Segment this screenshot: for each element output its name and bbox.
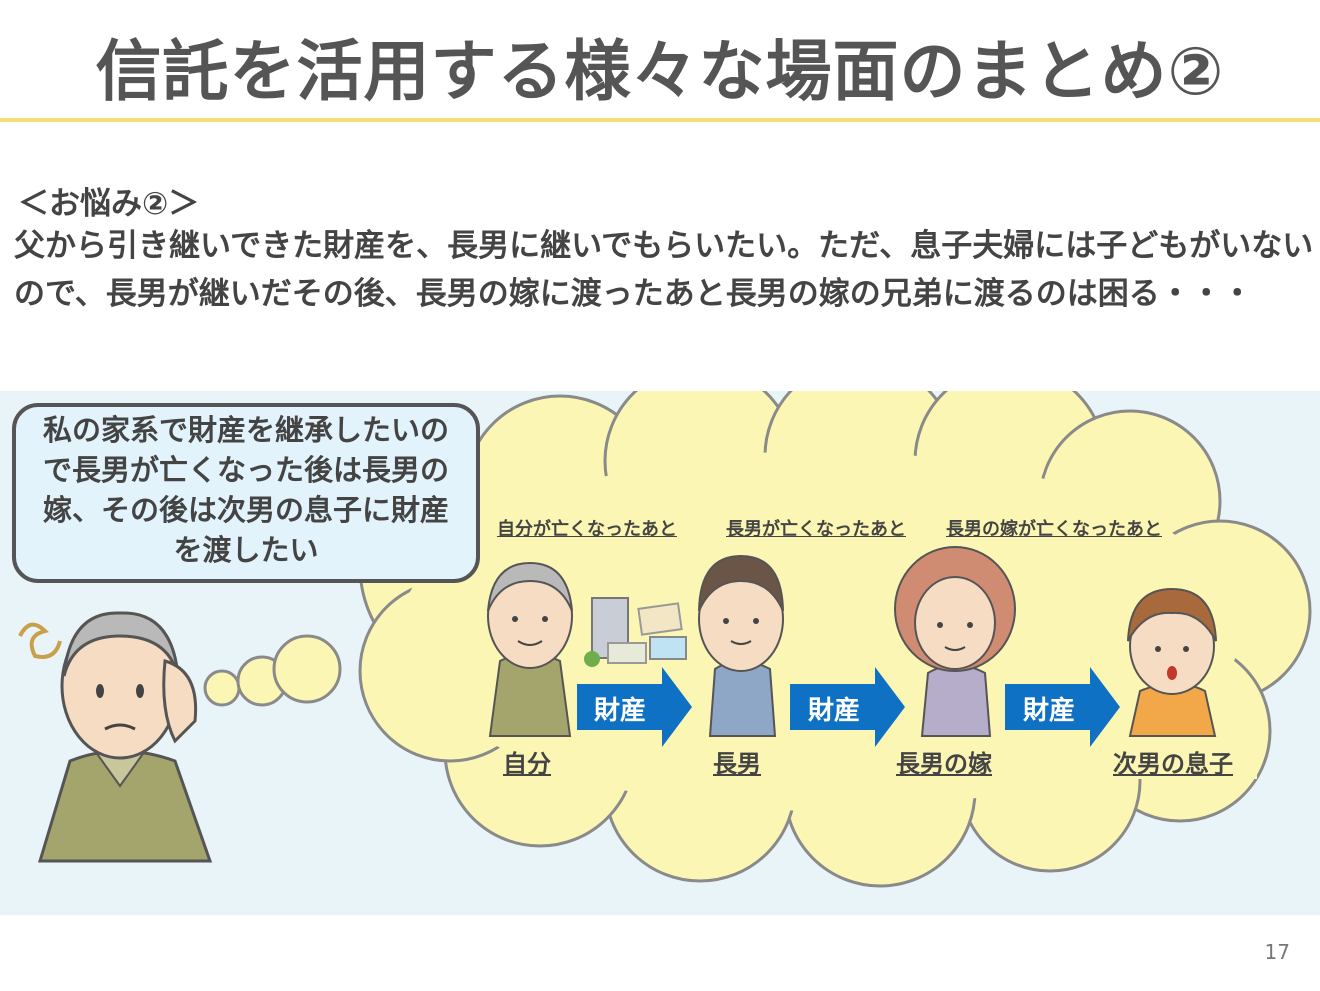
arrow-wife-to-nephew bbox=[1005, 667, 1120, 747]
person-label-eldest-son-wife: 長男の嫁 bbox=[896, 750, 992, 778]
asset-label-3: 財産 bbox=[1023, 696, 1076, 726]
self-grandfather-illustration bbox=[487, 561, 573, 737]
stage-label-son-death: 長男が亡くなったあと bbox=[726, 519, 906, 540]
second-son-child-illustration bbox=[1127, 587, 1217, 737]
speech-bubble-text: 私の家系で財産を継承したいので長男が亡くなった後は長男の嫁、その後は次男の息子に… bbox=[42, 413, 449, 567]
stage-label-self-death: 自分が亡くなったあと bbox=[497, 519, 677, 540]
property-icons bbox=[584, 597, 687, 667]
title-underline bbox=[0, 118, 1320, 122]
thought-dots bbox=[203, 634, 342, 707]
person-label-eldest-son: 長男 bbox=[713, 750, 761, 778]
stage-label-wife-death: 長男の嫁が亡くなったあと bbox=[946, 519, 1162, 540]
eldest-son-wife-illustration bbox=[894, 546, 1016, 737]
asset-label-1: 財産 bbox=[594, 696, 647, 726]
asset-label-2: 財産 bbox=[808, 696, 861, 726]
page-number: 17 bbox=[1264, 940, 1290, 964]
speech-bubble bbox=[12, 403, 480, 583]
person-label-self: 自分 bbox=[503, 750, 551, 778]
worried-grandfather-illustration bbox=[18, 611, 213, 863]
arrow-son-to-wife bbox=[790, 667, 905, 747]
slide-title: 信託を活用する様々な場面のまとめ② bbox=[95, 33, 1225, 110]
person-label-second-son-child: 次男の息子 bbox=[1113, 744, 1257, 779]
concern-label: ＜お悩み②＞ bbox=[18, 186, 200, 222]
arrow-self-to-son bbox=[577, 667, 692, 747]
eldest-son-illustration bbox=[698, 554, 784, 737]
concern-text: 父から引き継いできた財産を、長男に継いでもらいたい。ただ、息子夫婦には子どもがい… bbox=[14, 228, 1314, 312]
asset-transfer-arrows bbox=[577, 667, 1120, 747]
